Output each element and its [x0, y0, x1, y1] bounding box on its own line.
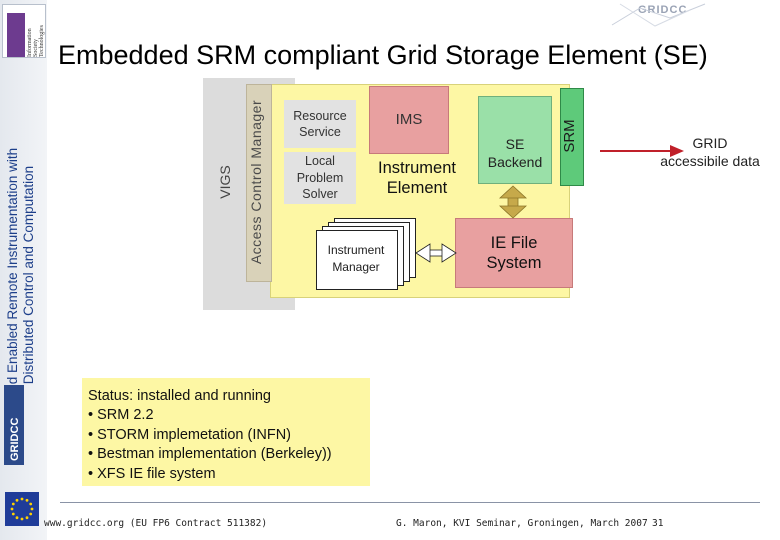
se-line1: SE: [505, 136, 525, 152]
grid-line1: GRID: [692, 135, 728, 151]
footer-website: www.gridcc.org (EU FP6 Contract 511382): [44, 518, 268, 529]
status-line: • SRM 2.2: [88, 407, 154, 424]
footer-divider: [60, 502, 760, 503]
ist-logo-text: Information Society Technologies: [27, 25, 45, 57]
top-network-graphic: [611, 3, 706, 27]
iefs-line2: System: [486, 254, 542, 272]
resource-service-box: Resource Service: [284, 100, 356, 148]
top-brand: GRIDCC: [638, 4, 688, 16]
instrument-manager-label: Instrument Manager: [316, 242, 396, 276]
eu-flag-icon: [5, 492, 39, 526]
resource-service-line1: Resource: [293, 109, 347, 123]
ie-line1: Instrument: [378, 159, 456, 177]
ims-label: IMS: [395, 111, 423, 128]
grid-accessible-data-label: GRID accessibile data: [645, 134, 775, 170]
im-line2: Manager: [332, 260, 380, 274]
side-brand-text: GRIDCC: [9, 418, 21, 461]
access-control-manager-box: [246, 84, 272, 282]
gridcc-side-logo: GRIDCC: [4, 385, 24, 465]
status-box: [82, 378, 370, 486]
ie-file-system-box: IE File System: [455, 218, 573, 288]
ims-box: IMS: [369, 86, 449, 154]
lps-line1: Local: [305, 154, 335, 168]
page-number: 31: [652, 518, 664, 529]
local-problem-solver-box: Local Problem Solver: [284, 152, 356, 204]
lps-line3: Solver: [302, 187, 338, 201]
lps-line2: Problem: [296, 170, 344, 185]
se-backend-box: SE Backend: [478, 96, 552, 184]
status-list: Status: installed and running • SRM 2.2 …: [88, 387, 368, 484]
resource-service-line2: Service: [299, 125, 341, 139]
srm-label: SRM: [561, 119, 578, 153]
srm-box: [560, 88, 584, 186]
access-control-manager-label: Access Control Manager: [248, 99, 264, 265]
instrument-element-label: Instrument Element: [368, 158, 466, 198]
ist-logo: Information Society Technologies: [2, 4, 46, 58]
ist-logo-mark: [7, 13, 25, 57]
ie-line2: Element: [386, 179, 448, 197]
grid-line2: accessibile data: [660, 153, 760, 169]
status-line: • Bestman implementation (Berkeley)): [88, 446, 332, 463]
page-title: Embedded SRM compliant Grid Storage Elem…: [58, 40, 708, 70]
iefs-line1: IE File: [490, 234, 538, 252]
vigs-label: VIGS: [217, 165, 233, 199]
instrument-manager-card-front: [316, 230, 398, 290]
im-line1: Instrument: [327, 243, 385, 257]
status-line: • STORM implemetation (INFN): [88, 426, 292, 443]
status-line: Status: installed and running: [88, 388, 271, 404]
se-line2: Backend: [487, 154, 543, 170]
footer-presenter: G. Maron, KVI Seminar, Groningen, March …: [396, 518, 648, 529]
status-line: • XFS IE file system: [88, 465, 216, 482]
